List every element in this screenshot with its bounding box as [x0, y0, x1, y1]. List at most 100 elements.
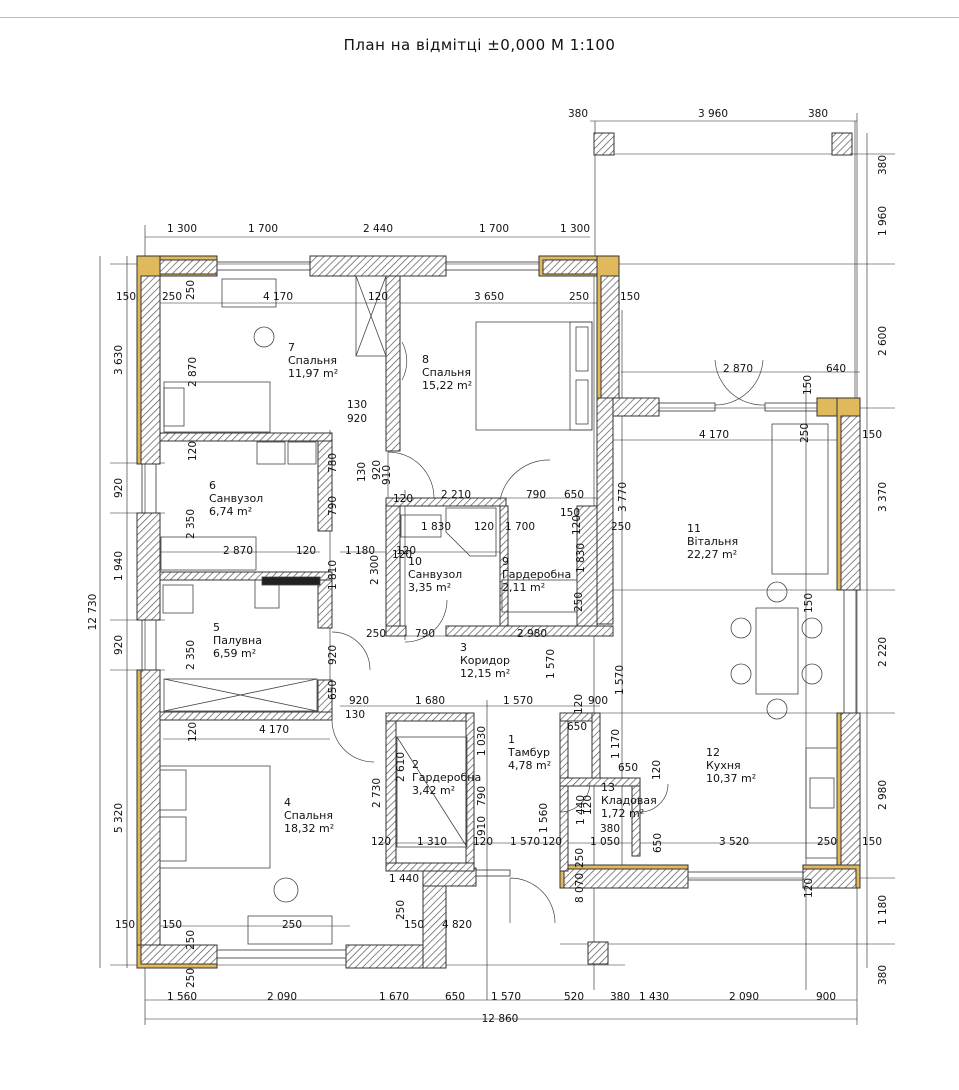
- dimension-label: 3 960: [698, 108, 728, 120]
- dimension-label: 150: [115, 919, 135, 931]
- dimension-label: 150: [620, 291, 640, 303]
- room-area: 3,35 m²: [408, 581, 451, 594]
- dimension-label: 1 680: [415, 695, 445, 707]
- guide-lines: [99, 113, 895, 1025]
- dimension-label: 1 440: [575, 795, 587, 825]
- dimension-label: 380: [568, 108, 588, 120]
- dimension-label: 250: [817, 836, 837, 848]
- dimension-label: 2 300: [369, 555, 381, 585]
- dimension-label: 130: [345, 709, 365, 721]
- room-area: 2,11 m²: [502, 581, 545, 594]
- room-number: 5: [213, 621, 220, 634]
- dimension-label: 120: [296, 545, 316, 557]
- dimension-label: 790: [327, 496, 339, 516]
- dimension-label: 2 350: [185, 509, 197, 539]
- door-swings: [331, 341, 766, 924]
- dimension-label: 380: [610, 991, 630, 1003]
- room-name: Гардеробна: [502, 568, 571, 581]
- dimension-label: 1 430: [639, 991, 669, 1003]
- dimension-label: 650: [564, 489, 584, 501]
- dimension-label: 2 090: [267, 991, 297, 1003]
- room-area: 15,22 m²: [422, 379, 472, 392]
- dimension-label: 120: [571, 515, 583, 535]
- dimension-label: 250: [611, 521, 631, 533]
- room-name: Коридор: [460, 654, 510, 667]
- dimension-label: 2 210: [441, 489, 471, 501]
- dimension-label: 1 830: [421, 521, 451, 533]
- room-number: 1: [508, 733, 515, 746]
- dimension-label: 250: [185, 280, 197, 300]
- dimension-label: 3 370: [877, 482, 889, 512]
- room-name: Гардеробна: [412, 771, 481, 784]
- dimension-label: 380: [877, 965, 889, 985]
- room-number: 12: [706, 746, 720, 759]
- dimension-label: 120: [396, 545, 416, 557]
- room-number: 9: [502, 555, 509, 568]
- dimension-label: 4 820: [442, 919, 472, 931]
- dimension-label: 150: [560, 507, 580, 519]
- room-number: 11: [687, 522, 701, 535]
- dimension-label: 780: [327, 453, 339, 473]
- dimension-label: 2 350: [185, 640, 197, 670]
- dimension-label: 130: [347, 399, 367, 411]
- dimension-label: 250: [569, 291, 589, 303]
- dimension-label: 4 170: [263, 291, 293, 303]
- dimension-label: 120: [371, 836, 391, 848]
- dimension-label: 120: [187, 441, 199, 461]
- dimension-label: 150: [802, 375, 814, 395]
- dimension-label: 1 300: [167, 223, 197, 235]
- room-area: 22,27 m²: [687, 548, 737, 561]
- dimension-label: 1 170: [610, 729, 622, 759]
- dimension-label: 2 610: [395, 752, 407, 782]
- dimension-label: 910: [381, 465, 393, 485]
- dimension-label: 650: [327, 680, 339, 700]
- room-area: 10,37 m²: [706, 772, 756, 785]
- room-name: Кладовая: [601, 794, 657, 807]
- dimension-label: 250: [185, 968, 197, 988]
- room-name: Тамбур: [507, 746, 550, 759]
- room-name: Спальня: [284, 809, 333, 822]
- dimension-label: 250: [282, 919, 302, 931]
- dimension-label: 3 630: [113, 345, 125, 375]
- dimension-label: 1 440: [389, 873, 419, 885]
- dimension-label: 650: [652, 833, 664, 853]
- dimension-label: 120: [542, 836, 562, 848]
- dimension-label: 1 940: [113, 551, 125, 581]
- dimension-label: 1 700: [505, 521, 535, 533]
- dimension-label: 1 570: [614, 665, 626, 695]
- room-number: 7: [288, 341, 295, 354]
- room-number: 8: [422, 353, 429, 366]
- dimension-label: 120: [651, 760, 663, 780]
- dimension-label: 1 960: [877, 206, 889, 236]
- room-name: Вітальня: [687, 535, 738, 548]
- room-area: 3,42 m²: [412, 784, 455, 797]
- dimension-label: 1 830: [575, 543, 587, 573]
- dimension-label: 650: [445, 991, 465, 1003]
- dimension-label: 4 170: [699, 429, 729, 441]
- dimension-label: 1 310: [417, 836, 447, 848]
- dimension-label: 910: [476, 816, 488, 836]
- room-number: 13: [601, 781, 615, 794]
- room-number: 10: [408, 555, 422, 568]
- dimension-label: 650: [567, 721, 587, 733]
- dimension-label: 920: [347, 413, 367, 425]
- dimension-label: 2 600: [877, 326, 889, 356]
- room-area: 1,72 m²: [601, 807, 644, 820]
- dimension-label: 1 180: [345, 545, 375, 557]
- dimension-label: 520: [564, 991, 584, 1003]
- dimension-label: 1 050: [590, 836, 620, 848]
- dimension-label: 1 570: [503, 695, 533, 707]
- dimension-label: 3 650: [474, 291, 504, 303]
- dimension-label: 1 570: [510, 836, 540, 848]
- room-area: 18,32 m²: [284, 822, 334, 835]
- dimension-label: 2 090: [729, 991, 759, 1003]
- dimension-label: 1 300: [560, 223, 590, 235]
- room-area: 4,78 m²: [508, 759, 551, 772]
- dimension-label: 1 570: [491, 991, 521, 1003]
- walls: [136, 132, 861, 969]
- dimension-label: 130: [356, 462, 368, 482]
- room-name: Спальня: [288, 354, 337, 367]
